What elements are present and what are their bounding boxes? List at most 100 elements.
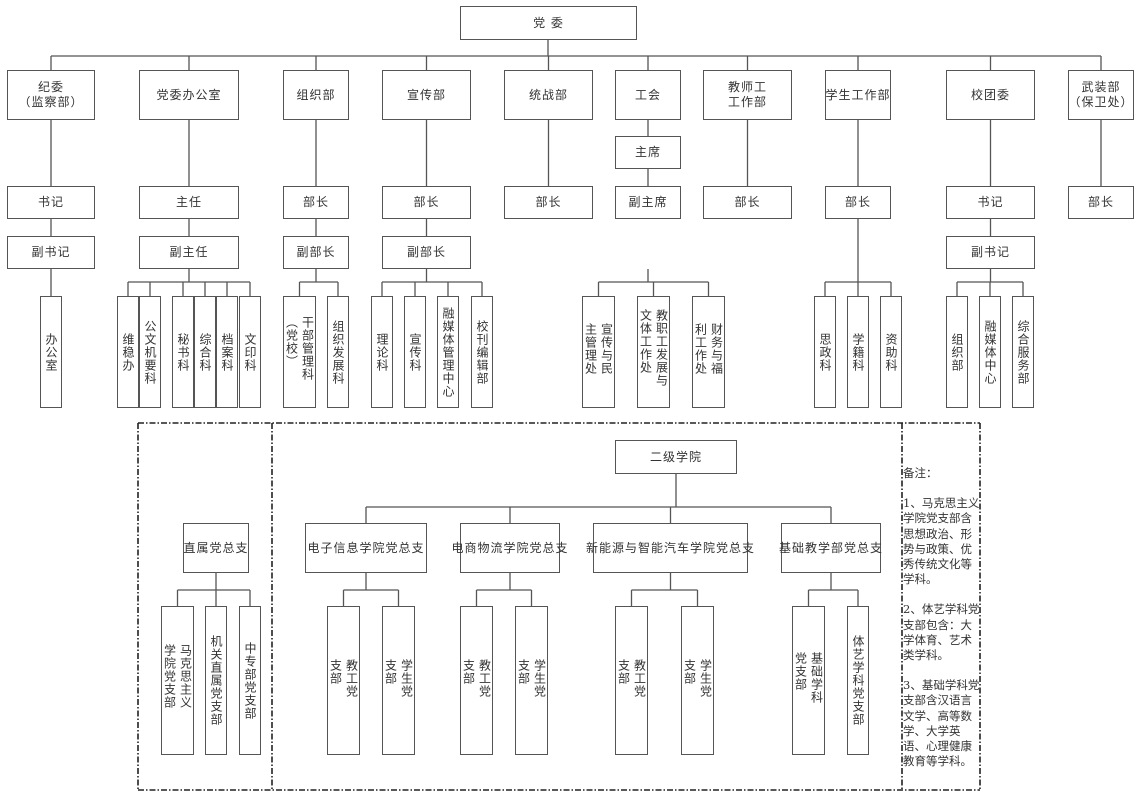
role-box: 主任 [139,186,239,219]
party-branch-box: 马克思主义学院党支部 [161,606,194,755]
party-branch-box: 体艺学科党支部 [847,606,869,755]
unit-box-label: 融媒体中心 [983,319,997,385]
unit-box-label: 综合服务部 [1016,319,1030,385]
unit-box: 办公室 [40,296,62,408]
notes-title: 备注： [903,466,938,480]
party-branch-box: 学生党支部 [681,606,714,755]
party-branch-box-label: 教工党支部 [461,658,492,698]
department-box: 校团委 [946,70,1035,120]
department-box-label: 工会 [634,87,661,102]
role-box-label: 副主任 [169,245,209,259]
unit-box-label: 融媒体管理中心 [441,306,455,398]
party-branch-box-label: 中专部党支部 [243,641,257,720]
unit-box-label: 维稳办 [121,332,135,372]
party-branch-box-label: 教工党支部 [616,658,647,698]
role-box-label: 部长 [734,195,761,209]
department-box-label: 统战部 [528,87,568,102]
role-box: 副书记 [946,236,1035,269]
college-branch-box-label: 电子信息学院党总支 [307,540,425,555]
party-branch-box: 中专部党支部 [239,606,261,755]
unit-box: 学籍科 [847,296,869,408]
department-box-label: 纪委 （监察部） [18,80,84,109]
unit-box: 组织部 [946,296,968,408]
college-branch-box: 新能源与智能汽车学院党总支 [586,523,754,573]
role-box-label: 部长 [302,195,329,209]
role-box: 副部长 [283,236,349,269]
root-box-label: 党 委 [533,15,564,30]
party-branch-box: 教工党支部 [327,606,360,755]
unit-box-label: 资助科 [884,332,898,372]
role-box: 部长 [504,186,593,219]
role-box: 部长 [382,186,471,219]
department-box: 武装部 （保卫处） [1068,70,1134,120]
unit-box: 综合科 [194,296,216,408]
college-branch-box: 基础教学部党总支 [779,523,884,573]
department-box: 统战部 [504,70,593,120]
department-box: 纪委 （监察部） [7,70,95,120]
party-branch-box: 机关直属党支部 [205,606,227,755]
party-branch-box-label: 学生党支部 [516,658,547,698]
unit-box-label: 理论科 [375,332,389,372]
unit-box: 思政科 [814,296,836,408]
unit-box-label: 宣传科 [408,332,422,372]
department-box: 学生工作部 [825,70,891,120]
department-box: 工会 [615,70,681,120]
unit-box-label: 学籍科 [851,332,865,372]
root-box: 党 委 [460,6,637,40]
unit-box-label: 秘书科 [176,332,190,372]
unit-box: 融媒体中心 [979,296,1001,408]
role-box-label: 部长 [1087,195,1114,209]
department-box-label: 组织部 [296,87,336,102]
role-box: 副部长 [382,236,471,269]
party-branch-box-label: 机关直属党支部 [209,635,223,726]
unit-box-label: 组织部 [950,332,964,372]
note-item-3: 3、基础学科党支部含汉语言文学、高等数学、大学英语、心理健康教育等学科。 [903,678,980,769]
party-branch-box-label: 学生党支部 [383,658,414,698]
unit-box: 资助科 [880,296,902,408]
party-branch-box: 教工党支部 [460,606,493,755]
unit-box: 文印科 [239,296,261,408]
unit-box: 档案科 [216,296,238,408]
role-box-label: 部长 [535,195,562,209]
unit-box: 综合服务部 [1012,296,1034,408]
unit-box: 秘书科 [172,296,194,408]
role-box-label: 主任 [175,195,202,209]
college-branch-box-label: 电商物流学院党总支 [451,540,569,555]
role-box-label: 副主席 [628,195,668,209]
direct-branch-box-label: 直属党总支 [183,540,249,555]
unit-box: 教职工发展与文体工作处 [637,296,670,408]
party-branch-box-label: 基础学科党支部 [793,651,824,704]
department-box: 组织部 [283,70,349,120]
party-branch-box-label: 马克思主义学院党支部 [162,644,193,710]
unit-box: 组织发展科 [327,296,349,408]
party-branch-box: 基础学科党支部 [792,606,825,755]
role-box-label: 副部长 [406,245,446,259]
unit-box-label: 思政科 [818,332,832,372]
unit-box: 宣传与民主管理处 [582,296,615,408]
role-box: 书记 [946,186,1035,219]
department-box: 宣传部 [382,70,471,120]
role-box: 部长 [825,186,891,219]
college-branch-box-label: 基础教学部党总支 [779,540,884,555]
role-box: 副主席 [615,186,681,219]
unit-box: 公文机要科 [139,296,161,408]
college-branch-box: 电商物流学院党总支 [452,523,568,573]
secondary-college-box: 二级学院 [615,440,737,474]
role-box-label: 部长 [413,195,440,209]
unit-box-label: 公文机要科 [143,319,157,385]
role-box-label: 部长 [844,195,871,209]
department-box: 教师工 工作部 [703,70,792,120]
unit-box: 维稳办 [117,296,139,408]
unit-box-label: 文印科 [243,332,257,372]
party-branch-box: 学生党支部 [515,606,548,755]
direct-branch-box: 直属党总支 [183,523,249,573]
notes-panel: 备注： 1、马克思主义学院党支部含思想政治、形势与政策、优秀传统文化等学科。 2… [903,466,981,784]
unit-box: 财务与福利工作处 [692,296,725,408]
department-box-label: 武装部 （保卫处） [1068,80,1134,109]
unit-box-label: 办公室 [44,332,58,372]
party-branch-box-label: 教工党支部 [328,658,359,698]
department-box-label: 党委办公室 [156,87,222,102]
unit-box-label: 校刊编辑部 [475,319,489,385]
party-branch-box-label: 学生党支部 [682,658,713,698]
role-box: 副主任 [139,236,239,269]
